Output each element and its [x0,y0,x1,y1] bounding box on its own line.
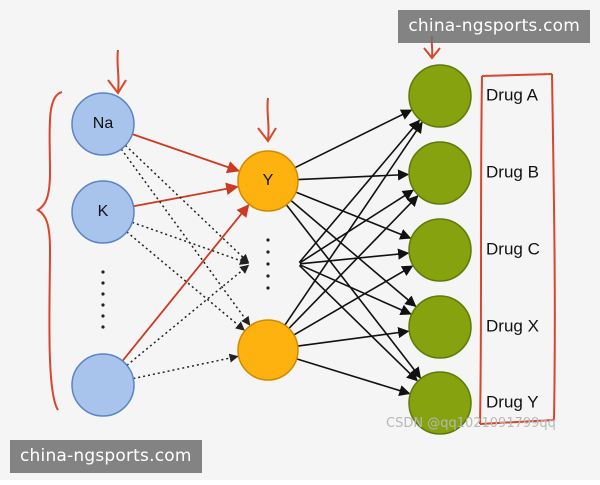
credit-text: CSDN @qq1021091799qq [386,416,556,431]
output-label: Drug Y [486,392,539,411]
output-node [408,295,472,359]
hidden-to-output-line [296,358,411,396]
input-node [71,180,135,244]
down-arrow-icon [257,97,277,143]
input-to-y-line [133,182,239,208]
hidden-to-output-line [297,169,410,181]
input-node-label: Na [93,115,114,132]
output-label: Drug B [486,162,539,181]
output-label: Drug X [486,316,539,335]
hidden-to-output-line [298,264,418,382]
watermark-top: china-ngsports.com [398,10,590,43]
hidden-to-output-line [299,189,415,264]
hidden-node [237,319,299,381]
hidden-to-output-line [285,204,422,379]
connection-lines [120,109,423,396]
hidden-node-label: Y [263,172,274,189]
input-node-label: K [98,203,109,220]
hidden-to-output-line [293,265,414,336]
output-bracket-icon [479,73,556,425]
vertical-ellipsis-icon [266,238,270,290]
input-to-hidden-dotted-line [126,264,250,366]
hidden-to-output-line [298,119,421,263]
input-to-hidden-dotted-line [126,231,245,331]
hidden-to-output-line [288,195,419,330]
input-to-hidden-dotted-line [124,144,250,264]
hidden-to-output-line [295,191,412,240]
left-brace-icon [36,91,63,411]
watermark-bottom: china-ngsports.com [10,440,202,473]
down-arrow-icon [107,49,127,95]
input-to-y-line [132,133,240,174]
hidden-to-output-line [299,264,412,316]
output-node [408,218,472,282]
output-label: Drug A [486,85,539,104]
output-node [408,64,472,128]
hidden-to-output-line [290,199,417,308]
output-node [408,141,472,205]
input-node [71,92,135,156]
hidden-to-output-line [299,248,410,265]
input-node [71,353,135,417]
input-to-hidden-dotted-line [120,148,251,326]
hidden-to-output-line [294,109,413,169]
output-node [408,371,472,435]
network-nodes: NaK Y Drug A Drug B Drug C Drug X Drug Y [71,64,540,435]
input-to-hidden-dotted-line [131,221,249,265]
input-to-hidden-dotted-line [133,353,239,380]
input-to-y-line [121,204,250,362]
output-label: Drug C [486,239,540,258]
hidden-to-output-line [284,121,423,326]
hidden-node [237,150,299,212]
vertical-ellipsis-icon [101,270,105,329]
hidden-to-output-line [297,327,410,347]
